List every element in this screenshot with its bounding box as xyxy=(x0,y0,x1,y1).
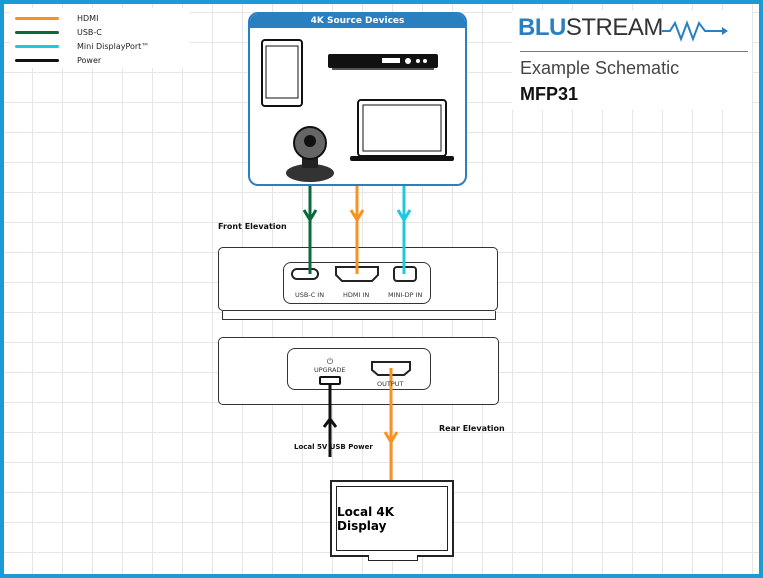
legend-item-power: Power xyxy=(15,53,101,67)
subtitle: Example Schematic xyxy=(520,58,680,78)
usbc-in-label: USB-C IN xyxy=(295,291,325,299)
source-devices-box: 4K Source Devices xyxy=(248,12,467,186)
tablet-icon xyxy=(261,39,303,107)
laptop-icon xyxy=(350,99,454,161)
rear-ports: ⏻ xyxy=(319,357,411,480)
output-label: OUTPUT xyxy=(377,380,404,388)
logo-wave-icon xyxy=(662,20,728,42)
minidp-in-label: MINI-DP IN xyxy=(388,291,423,299)
upgrade-label: UPGRADE xyxy=(314,366,346,374)
conference-camera-icon xyxy=(286,126,334,182)
legend-label: Mini DisplayPort™ xyxy=(77,41,150,51)
usbc-port-icon xyxy=(291,268,319,280)
legend-item-hdmi: HDMI xyxy=(15,11,98,25)
front-ports xyxy=(291,247,417,282)
legend-label: HDMI xyxy=(77,13,99,23)
legend-label: USB-C xyxy=(77,27,102,37)
source-title: 4K Source Devices xyxy=(250,14,465,28)
divider xyxy=(520,51,748,52)
front-elevation-label: Front Elevation xyxy=(218,222,287,231)
legend-label: Power xyxy=(77,55,102,65)
hdmi-in-label: HDMI IN xyxy=(343,291,370,299)
front-device-base xyxy=(222,311,496,320)
display-stand xyxy=(368,555,418,561)
legend-item-minidp: Mini DisplayPort™ xyxy=(15,39,149,53)
rear-elevation-device xyxy=(218,337,499,405)
power-source-label: Local 5V USB Power xyxy=(294,443,373,451)
blustream-logo: BLUSTREAM xyxy=(518,14,663,41)
hdmi-out-arrow-icon xyxy=(383,431,399,445)
source-devices xyxy=(261,39,454,182)
legend: HDMI USB-C Mini DisplayPort™ Power xyxy=(10,8,190,68)
display-label: Local 4K Display xyxy=(337,504,395,533)
model-name: MFP31 xyxy=(520,84,579,104)
upgrade-usb-port-icon xyxy=(319,376,341,385)
minidp-arrow-icon xyxy=(396,209,412,223)
rear-port-panel xyxy=(287,348,431,390)
legend-item-usbc: USB-C xyxy=(15,25,102,39)
local-4k-display: Local 4K Display xyxy=(330,480,454,557)
hdmi-arrow-icon xyxy=(349,209,365,223)
title-block: BLUSTREAM Example Schematic MFP31 xyxy=(512,10,752,110)
rear-elevation-label: Rear Elevation xyxy=(439,424,505,433)
power-icon: ⏻ xyxy=(327,357,334,366)
usbc-arrow-icon xyxy=(302,209,318,223)
power-arrow-icon xyxy=(322,416,338,428)
bluray-player-icon xyxy=(328,54,438,70)
